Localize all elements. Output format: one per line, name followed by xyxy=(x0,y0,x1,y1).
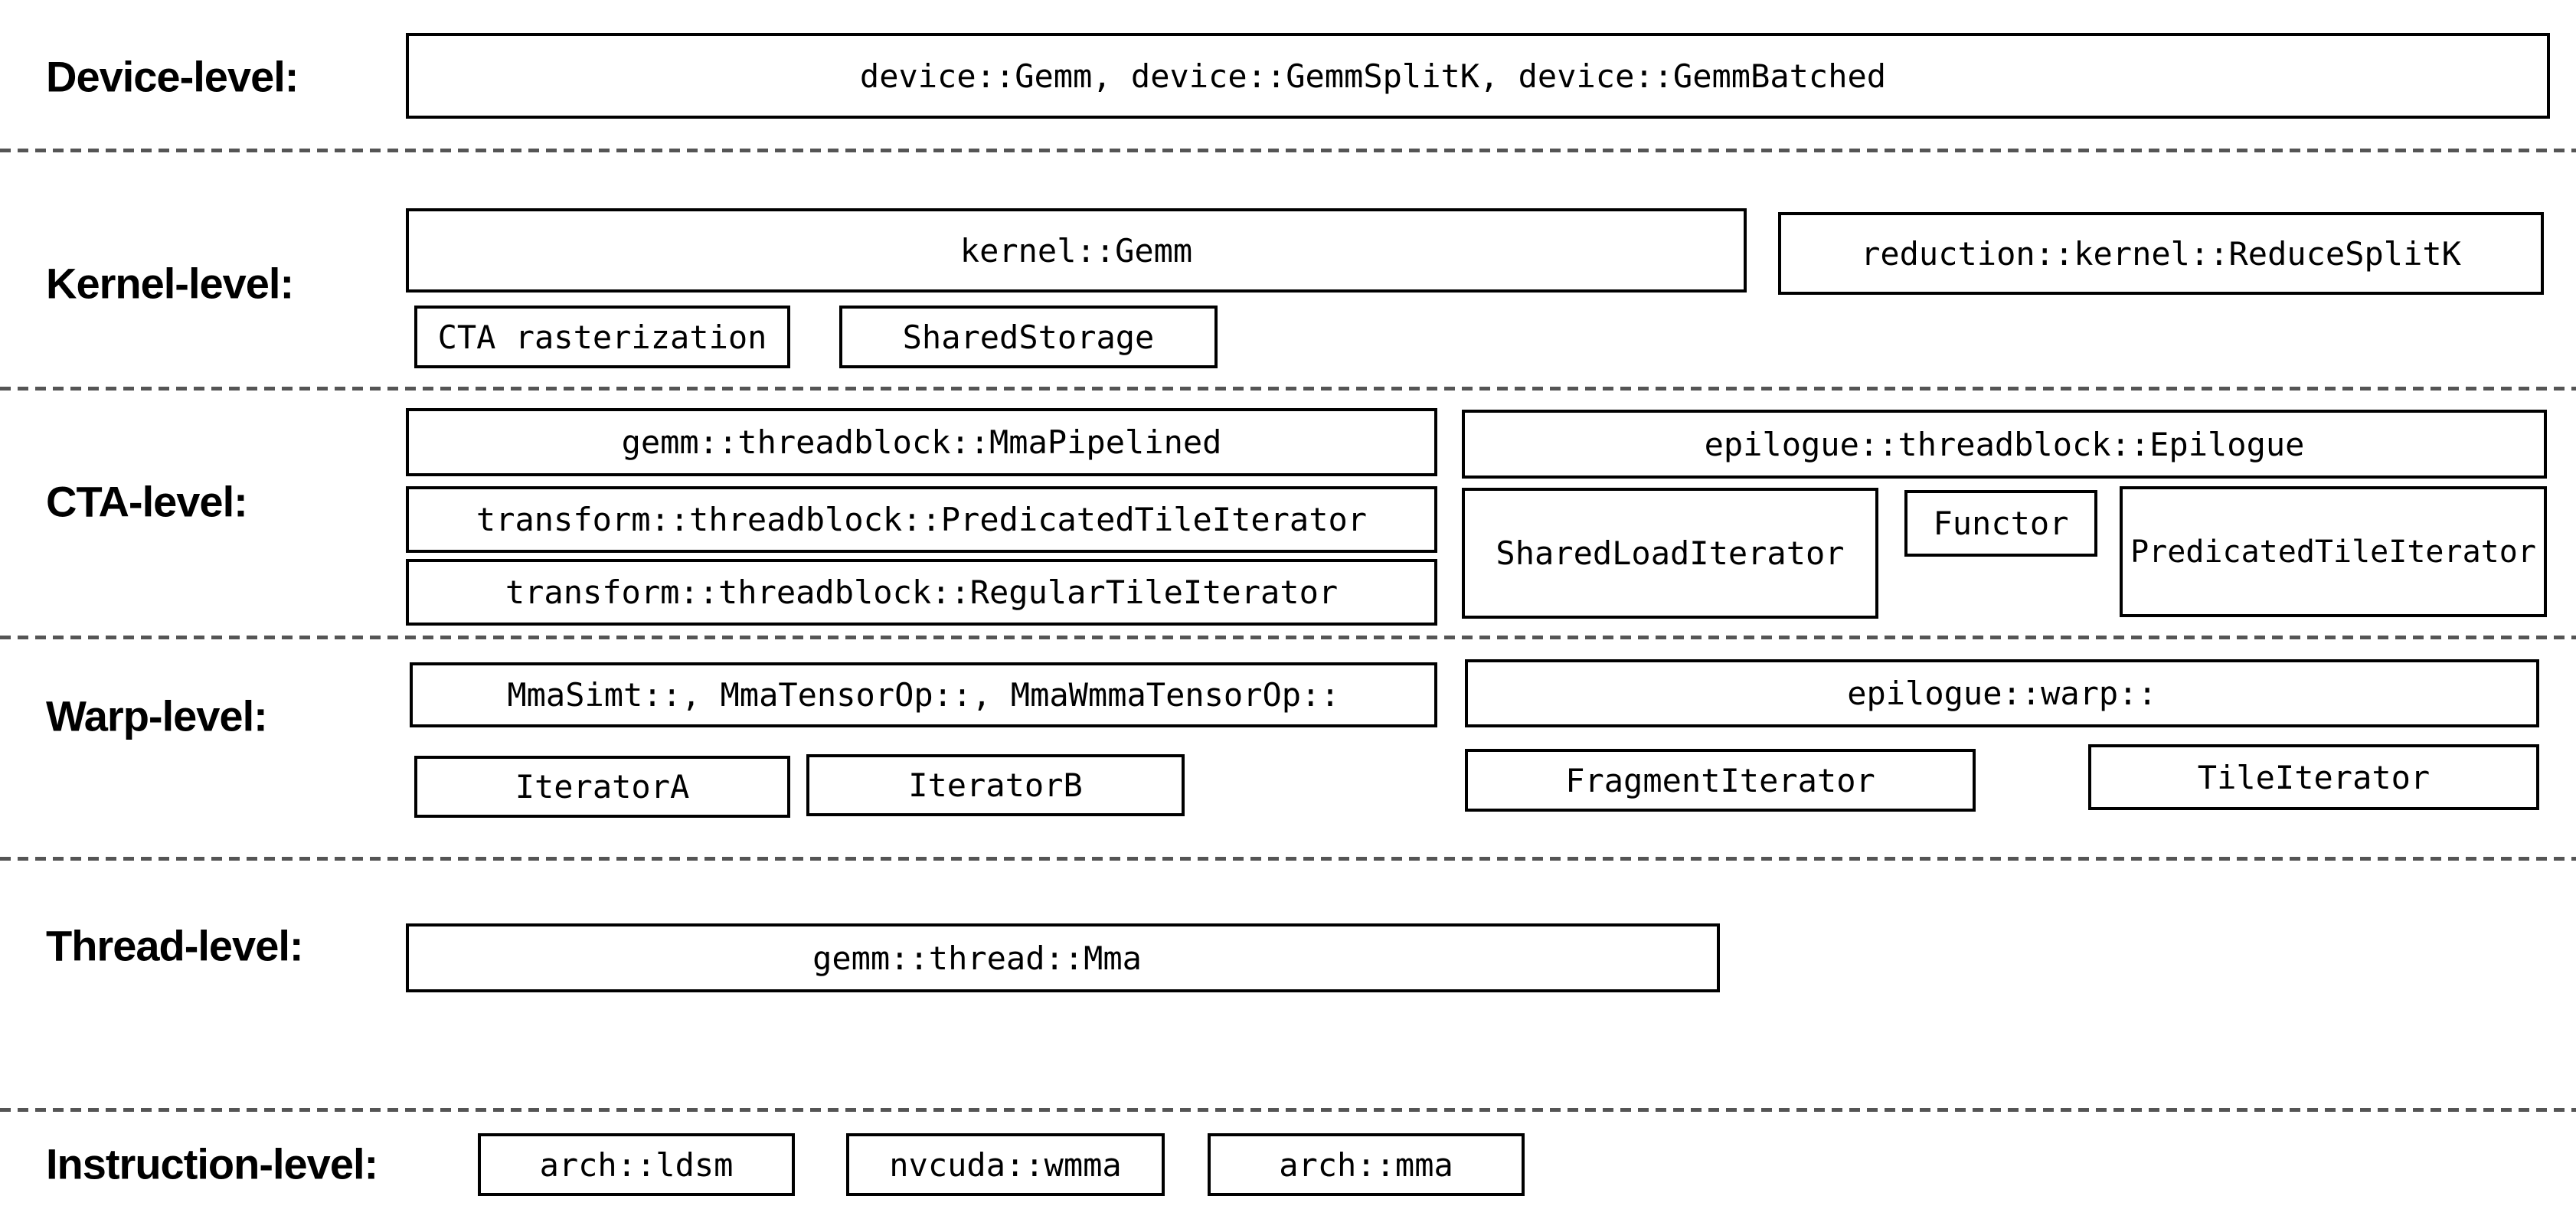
shared-storage-box: SharedStorage xyxy=(839,306,1218,368)
epilogue-predicated-tile-iterator-box: PredicatedTileIterator xyxy=(2120,486,2547,617)
nvcuda-wmma-box: nvcuda::wmma xyxy=(846,1133,1165,1196)
functor-box: Functor xyxy=(1904,490,2097,557)
reduction-kernel-reduce-splitk-box: reduction::kernel::ReduceSplitK xyxy=(1778,212,2544,295)
transform-predicated-tile-iterator-box: transform::threadblock::PredicatedTileIt… xyxy=(406,486,1437,553)
warp-level-label: Warp-level: xyxy=(46,691,268,740)
instruction-level-label: Instruction-level: xyxy=(46,1139,378,1188)
mma-pipelined-box: gemm::threadblock::MmaPipelined xyxy=(406,408,1437,476)
epilogue-threadblock-box: epilogue::threadblock::Epilogue xyxy=(1462,410,2547,479)
tile-iterator-box: TileIterator xyxy=(2088,744,2539,810)
kernel-level-label: Kernel-level: xyxy=(46,259,294,308)
device-level-label: Device-level: xyxy=(46,52,299,101)
fragment-iterator-box: FragmentIterator xyxy=(1465,749,1976,812)
transform-regular-tile-iterator-box: transform::threadblock::RegularTileItera… xyxy=(406,559,1437,626)
separator-thread-instruction xyxy=(0,1108,2576,1112)
arch-ldsm-box: arch::ldsm xyxy=(478,1133,795,1196)
warp-mma-box: MmaSimt::, MmaTensorOp::, MmaWmmaTensorO… xyxy=(410,662,1437,727)
thread-level-label: Thread-level: xyxy=(46,921,304,970)
iterator-a-box: IteratorA xyxy=(414,756,790,818)
separator-cta-warp xyxy=(0,636,2576,639)
iterator-b-box: IteratorB xyxy=(806,754,1185,816)
separator-kernel-cta xyxy=(0,387,2576,391)
separator-device-kernel xyxy=(0,149,2576,152)
device-gemm-box: device::Gemm, device::GemmSplitK, device… xyxy=(406,33,2550,119)
separator-warp-thread xyxy=(0,857,2576,861)
cta-level-label: CTA-level: xyxy=(46,477,248,526)
epilogue-warp-box: epilogue::warp:: xyxy=(1465,659,2539,727)
kernel-gemm-box: kernel::Gemm xyxy=(406,208,1747,292)
arch-mma-box: arch::mma xyxy=(1208,1133,1525,1196)
cta-rasterization-box: CTA rasterization xyxy=(414,306,790,368)
thread-mma-box: gemm::thread::Mma xyxy=(406,923,1720,992)
shared-load-iterator-box: SharedLoadIterator xyxy=(1462,488,1878,619)
